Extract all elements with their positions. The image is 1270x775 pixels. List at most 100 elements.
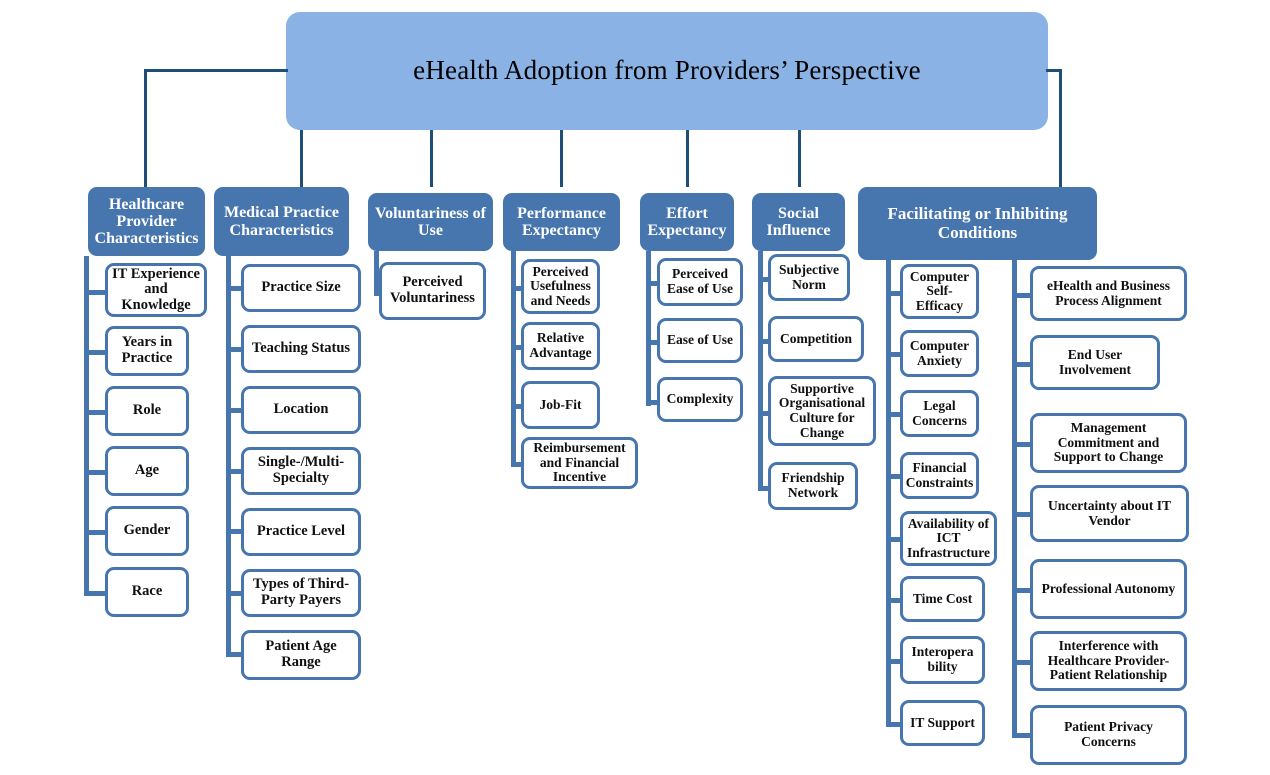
stub-computer-anxiety bbox=[886, 352, 906, 357]
category-medical-practice-characteristics: Medical Practice Characteristics bbox=[214, 187, 349, 256]
stub-types-of-third-party-payers bbox=[226, 591, 244, 596]
stub-role bbox=[84, 410, 110, 415]
leaf-label: Complexity bbox=[666, 391, 734, 407]
leaf-gender: Gender bbox=[105, 506, 189, 556]
stub-uncertainty-about-it-vendor bbox=[1012, 512, 1034, 517]
stub-perceived-ease-of-use bbox=[646, 281, 660, 286]
leaf-race: Race bbox=[105, 567, 189, 617]
leaf-label: Single-/Multi-Specialty bbox=[257, 454, 345, 486]
leaf-label: Professional Autonomy bbox=[1041, 580, 1176, 596]
leaf-role: Role bbox=[105, 386, 189, 436]
leaf-patient-age-range: Patient Age Range bbox=[241, 630, 361, 680]
stub-age bbox=[84, 470, 110, 475]
category-performance-expectancy: Performance Expectancy bbox=[503, 193, 620, 251]
leaf-label: Gender bbox=[123, 522, 171, 539]
stub-patient-privacy-concerns bbox=[1012, 733, 1034, 738]
leaf-subjective-norm: Subjective Norm bbox=[768, 254, 850, 301]
leaf-relative-advantage: Relative Advantage bbox=[521, 322, 600, 370]
root-connector-left-arm bbox=[144, 69, 288, 72]
leaf-single-multi-specialty: Single-/Multi-Specialty bbox=[241, 447, 361, 495]
stub-legal-concerns bbox=[886, 412, 906, 417]
leaf-label: Years in Practice bbox=[121, 334, 173, 366]
leaf-management-commitment-and-support-to-change: Management Commitment and Support to Cha… bbox=[1030, 413, 1187, 473]
leaf-label: Ease of Use bbox=[667, 332, 733, 348]
leaf-label: Availability of ICT Infrastructure bbox=[907, 515, 990, 560]
stub-practice-size bbox=[226, 286, 244, 291]
leaf-label: Practice Level bbox=[256, 523, 346, 540]
leaf-competition: Competition bbox=[768, 316, 864, 362]
root-connector-drop-effort bbox=[686, 130, 689, 187]
stub-professional-autonomy bbox=[1012, 588, 1034, 593]
leaf-label: Friendship Network bbox=[781, 470, 845, 500]
leaf-label: Management Commitment and Support to Cha… bbox=[1053, 420, 1164, 465]
leaf-label: Time Cost bbox=[912, 590, 973, 606]
stub-years-in-practice bbox=[84, 350, 110, 355]
root-connector-drop-voluntariness bbox=[430, 130, 433, 187]
leaf-practice-level: Practice Level bbox=[241, 508, 361, 556]
leaf-label: End User Involvement bbox=[1059, 346, 1131, 377]
leaf-label: Age bbox=[134, 462, 160, 479]
leaf-label: IT Support bbox=[910, 714, 975, 730]
leaf-perceived-ease-of-use: Perceived Ease of Use bbox=[657, 258, 743, 306]
spine-effort-expectancy bbox=[646, 251, 651, 406]
leaf-label: Competition bbox=[780, 330, 852, 346]
leaf-label: Computer Self-Efficacy bbox=[909, 268, 970, 313]
root-connector-left-drop bbox=[144, 69, 147, 187]
leaf-interoperability: Interopera bility bbox=[900, 636, 985, 684]
leaf-friendship-network: Friendship Network bbox=[768, 462, 858, 510]
leaf-label: IT Experience and Knowledge bbox=[112, 265, 200, 313]
category-healthcare-provider-characteristics: Healthcare Provider Characteristics bbox=[88, 187, 205, 256]
category-facilitating-or-inhibiting-conditions: Facilitating or Inhibiting Conditions bbox=[858, 187, 1097, 260]
leaf-interference-with-healthcare-provider-patient-relationship: Interference with Healthcare Provider-Pa… bbox=[1030, 631, 1187, 691]
category-label: Performance Expectancy bbox=[517, 204, 606, 239]
leaf-it-support: IT Support bbox=[900, 700, 985, 746]
root-connector-drop-medical-practice bbox=[300, 130, 303, 187]
leaf-teaching-status: Teaching Status bbox=[241, 325, 361, 373]
stub-subjective-norm bbox=[758, 277, 772, 282]
leaf-location: Location bbox=[241, 386, 361, 434]
leaf-computer-self-efficacy: Computer Self-Efficacy bbox=[900, 264, 979, 319]
stub-ehealth-business-alignment bbox=[1012, 293, 1034, 298]
leaf-ease-of-use: Ease of Use bbox=[657, 318, 743, 363]
leaf-age: Age bbox=[105, 446, 189, 496]
root-connector-right-drop bbox=[1059, 69, 1062, 187]
stub-practice-level bbox=[226, 529, 244, 534]
stub-race bbox=[84, 591, 110, 596]
leaf-label: Interopera bility bbox=[911, 644, 974, 674]
leaf-label: Race bbox=[131, 583, 163, 600]
stub-management-commitment bbox=[1012, 442, 1034, 447]
root-node-label: eHealth Adoption from Providers’ Perspec… bbox=[413, 55, 921, 86]
leaf-perceived-voluntariness: Perceived Voluntariness bbox=[379, 262, 486, 320]
leaf-label: Relative Advantage bbox=[529, 330, 592, 360]
category-label: Facilitating or Inhibiting Conditions bbox=[887, 204, 1068, 242]
leaf-label: Interference with Healthcare Provider-Pa… bbox=[1047, 638, 1170, 683]
leaf-label: Practice Size bbox=[261, 279, 341, 296]
leaf-it-experience-and-knowledge: IT Experience and Knowledge bbox=[105, 263, 207, 317]
stub-end-user-involvement bbox=[1012, 362, 1034, 367]
stub-interoperability bbox=[886, 659, 906, 664]
stub-reimbursement bbox=[511, 462, 525, 467]
leaf-end-user-involvement: End User Involvement bbox=[1030, 335, 1160, 390]
leaf-label: Perceived Usefulness and Needs bbox=[530, 263, 591, 308]
category-social-influence: Social Influence bbox=[752, 193, 845, 251]
leaf-years-in-practice: Years in Practice bbox=[105, 326, 189, 376]
stub-interference-provider-patient bbox=[1012, 660, 1034, 665]
leaf-label: Location bbox=[273, 401, 329, 418]
leaf-label: Financial Constraints bbox=[905, 459, 974, 490]
spine-performance-expectancy bbox=[511, 251, 516, 466]
category-effort-expectancy: Effort Expectancy bbox=[640, 193, 734, 251]
leaf-label: Job-Fit bbox=[539, 396, 582, 412]
leaf-financial-constraints: Financial Constraints bbox=[900, 452, 979, 499]
leaf-label: Computer Anxiety bbox=[909, 337, 970, 368]
leaf-job-fit: Job-Fit bbox=[521, 381, 600, 429]
root-connector-drop-social bbox=[798, 130, 801, 187]
stub-job-fit bbox=[511, 404, 525, 409]
stub-complexity bbox=[646, 400, 660, 405]
root-node-ehealth-adoption: eHealth Adoption from Providers’ Perspec… bbox=[286, 12, 1048, 130]
stub-financial-constraints bbox=[886, 474, 906, 479]
stub-friendship-network bbox=[758, 486, 772, 491]
leaf-types-of-third-party-payers: Types of Third-Party Payers bbox=[241, 569, 361, 617]
stub-availability-of-ict-infrastructure bbox=[886, 537, 906, 542]
stub-supportive-culture bbox=[758, 411, 772, 416]
